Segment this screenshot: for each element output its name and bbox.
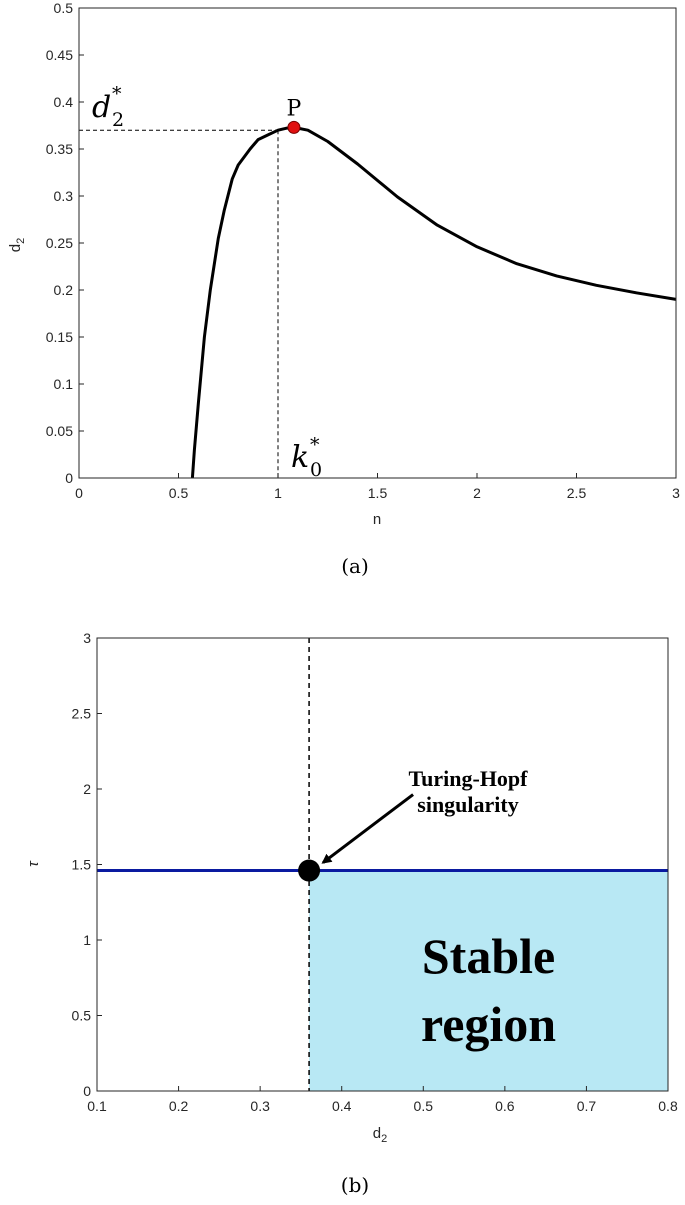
y-axis-label-a-sub: 2 [15,238,27,244]
y-tick-label-a: 0.15 [46,329,73,345]
x-tick-label-b: 0.8 [658,1098,678,1114]
x-tick-label-b: 0.5 [414,1098,434,1114]
y-tick-label-b: 1 [83,932,91,948]
x-axis-label-b-main: d [373,1125,381,1142]
y-tick-label-b: 2 [83,781,91,797]
plot-a-frame [78,7,677,479]
annotation-line2: singularity [417,792,518,817]
y-tick-label-a: 0.2 [54,282,74,298]
y-axis-label-b: τ [25,860,42,867]
stable-region-label-line1: Stable [422,928,555,984]
y-tick-label-a: 0 [65,470,73,486]
plot-a-background [79,8,676,478]
svg-text:τ: τ [25,860,42,867]
x-axis-label-a: n [373,511,381,528]
panel-a: 0 0.5 1 1.5 2 2.5 3 0 0.05 0.1 0.15 0.2 0.25 0.3 0.35 0… [7,0,680,578]
d2-star-annotation: d [92,90,111,125]
series-line [190,125,677,479]
x-tick-label-a: 0.5 [169,485,189,501]
x-axis-label-b-sub: 2 [381,1133,387,1145]
x-tick-label-a: 0 [75,485,83,501]
x-tick-label-b: 0.1 [87,1098,107,1114]
point-p-label: P [287,96,302,121]
x-tick-label-b: 0.4 [332,1098,352,1114]
annotation-arrow [321,793,414,864]
x-axis-label-b: d2 [373,1125,387,1145]
k0-star-main: k [291,440,309,475]
y-tick-label-a: 0.05 [46,423,73,439]
x-tick-label-a: 2.5 [567,485,587,501]
x-tick-label-a: 3 [672,485,680,501]
x-tick-label-a: 1.5 [368,485,388,501]
y-axis-label-a-main: d [7,244,24,252]
k0-star-annotation: k [291,440,309,475]
d2-star-sub: 2 [112,109,124,131]
x-tick-label-b: 0.7 [577,1098,597,1114]
caption-a: (a) [341,554,369,578]
point-p [287,120,301,134]
x-tick-label-b: 0.6 [495,1098,515,1114]
x-tick-label-b: 0.3 [250,1098,270,1114]
x-tick-label-a: 1 [274,485,282,501]
y-tick-label-b: 2.5 [72,706,92,722]
y-tick-label-b: 0 [83,1083,91,1099]
d2-star-main: d [92,90,111,125]
annotation-line1: Turing-Hopf [408,766,528,791]
caption-b: (b) [341,1173,369,1197]
plot-b-ticks: 0.1 0.2 0.3 0.4 0.5 0.6 0.7 0.8 0 0.5 1 1.5 2 2.5 3 [72,630,678,1114]
stable-region [309,870,668,1091]
k0-star-sup: * [310,434,320,456]
y-tick-label-a: 0.3 [54,188,74,204]
x-tick-label-a: 2 [473,485,481,501]
y-tick-label-a: 0.1 [54,376,74,392]
svg-text:d2: d2 [7,238,27,252]
turing-hopf-point [298,859,321,882]
y-tick-label-a: 0.25 [46,235,73,251]
plot-a-ticks: 0 0.5 1 1.5 2 2.5 3 0 0.05 0.1 0.15 0.2 0.25 0.3 0.35 0… [46,0,680,501]
x-tick-label-b: 0.2 [169,1098,189,1114]
stable-region-label-line2: region [421,996,556,1052]
y-tick-label-a: 0.35 [46,141,73,157]
y-axis-label-a: d2 [7,238,27,252]
plot-b-frame [96,637,669,1092]
y-tick-label-a: 0.45 [46,47,73,63]
d2-star-sup: * [112,83,122,105]
y-tick-label-a: 0.5 [54,0,74,16]
y-tick-label-b: 3 [83,630,91,646]
y-tick-label-b: 0.5 [72,1008,92,1024]
y-tick-label-b: 1.5 [72,857,92,873]
y-tick-label-a: 0.4 [54,94,74,110]
k0-star-sub: 0 [310,459,322,481]
